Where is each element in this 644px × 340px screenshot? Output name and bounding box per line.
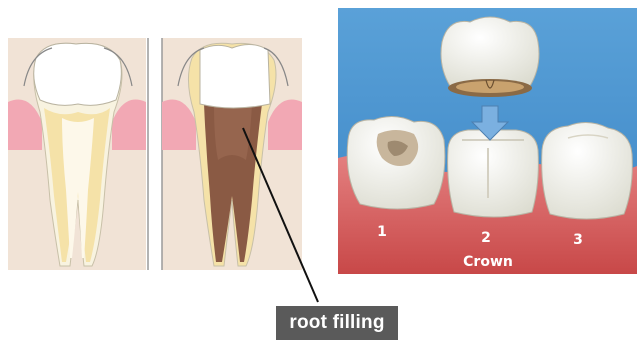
crown-caption: Crown xyxy=(463,254,513,270)
root-filling-callout: root filling xyxy=(276,306,398,340)
crown-cap xyxy=(441,17,539,97)
root-filled-tooth-panel xyxy=(162,38,302,270)
tooth-3-healthy xyxy=(542,122,633,219)
tooth-number-2: 2 xyxy=(481,230,491,246)
dental-crown-illustration: 1 2 3 Crown xyxy=(338,8,637,274)
root-filling-label: root filling xyxy=(289,312,384,334)
tooth-number-1: 1 xyxy=(377,224,387,240)
tooth-2-prepared xyxy=(448,130,539,217)
tooth-1-decayed xyxy=(347,116,445,209)
tooth-cross-section-diagram xyxy=(0,0,320,300)
tooth-number-3: 3 xyxy=(573,232,583,248)
healthy-tooth-panel xyxy=(8,38,146,270)
